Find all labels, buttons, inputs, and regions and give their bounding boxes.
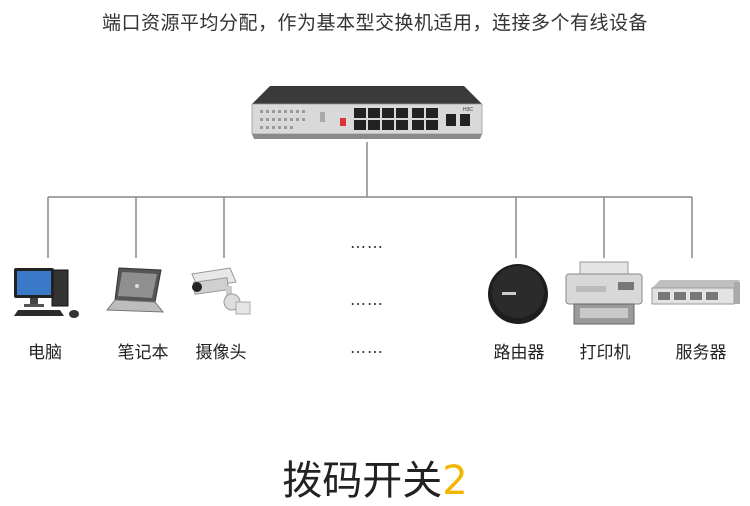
laptop-icon <box>105 267 165 313</box>
ellipsis-row-3: …… <box>350 338 384 357</box>
device-label-laptop: 笔记本 <box>117 343 169 363</box>
security-camera-icon <box>191 267 251 315</box>
headline: 端口资源平均分配，作为基本型交换机适用，连接多个有线设备 <box>101 12 648 34</box>
server-icon <box>651 280 740 305</box>
ellipsis-row-2: …… <box>350 290 384 309</box>
printer-icon <box>565 261 643 325</box>
switch-brand-label: H3C <box>463 107 473 113</box>
device-label-printer: 打印机 <box>579 343 631 363</box>
desktop-pc-icon <box>14 268 79 318</box>
ellipsis-row-1: …… <box>350 233 384 252</box>
device-label-pc: 电脑 <box>28 343 62 363</box>
title-text: 拨码开关 <box>282 458 443 504</box>
device-label-router: 路由器 <box>493 343 545 363</box>
page-title: 拨码开关2 <box>0 448 750 506</box>
network-switch-image: H3C <box>251 86 483 139</box>
title-number: 2 <box>442 458 468 504</box>
device-label-camera: 摄像头 <box>195 343 247 363</box>
device-label-server: 服务器 <box>675 343 727 363</box>
router-icon <box>488 264 548 324</box>
